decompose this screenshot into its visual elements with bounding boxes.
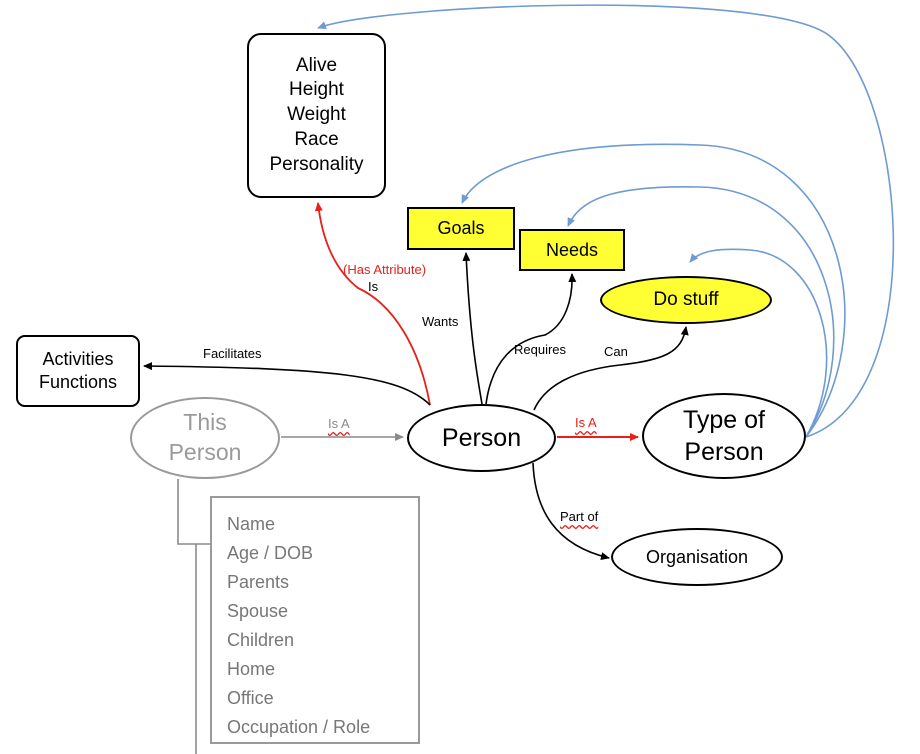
person-node: Person	[407, 404, 556, 472]
type-of-person-line-2: Person	[684, 438, 764, 466]
edge-requires	[485, 273, 577, 405]
property-occupation-role: Occupation / Role	[227, 717, 371, 737]
property-spouse: Spouse	[227, 601, 289, 621]
needs-label: Needs	[545, 239, 599, 260]
type-of-person-node: Type of Person	[642, 393, 806, 479]
edge-label-type-is-a: Is A	[575, 415, 597, 430]
this-person-node: This Person	[130, 397, 280, 479]
type-of-person-line-1: Type of	[683, 405, 765, 434]
do-stuff-node: Do stuff	[600, 276, 772, 324]
edge-wants	[462, 252, 483, 405]
edge-type-to-attributes	[317, 4, 895, 438]
attribute-height: Height	[289, 79, 344, 101]
activities-label: Activities	[42, 348, 114, 369]
attributes-box: Alive Height Weight Race Personality	[247, 33, 386, 198]
property-parents: Parents	[227, 572, 290, 592]
property-office: Office	[227, 688, 274, 708]
do-stuff-label: Do stuff	[653, 289, 719, 310]
activities-node: Activities Functions	[16, 335, 140, 407]
property-name: Name	[227, 514, 276, 534]
edge-label-has-attribute: (Has Attribute)	[343, 262, 427, 277]
organisation-label: Organisation	[645, 546, 749, 567]
attribute-alive: Alive	[295, 54, 338, 76]
edge-type-to-needs	[567, 186, 835, 438]
edge-type-to-dostuff	[689, 248, 828, 438]
property-age-dob: Age / DOB	[227, 543, 314, 563]
this-person-line-1: This	[183, 409, 227, 436]
person-properties-box: Name Age / DOB Parents Spouse Children H…	[210, 496, 420, 744]
attribute-weight: Weight	[287, 104, 346, 126]
edge-label-wants: Wants	[422, 314, 459, 329]
property-children: Children	[227, 630, 295, 650]
properties-bracket	[177, 479, 210, 754]
goals-label: Goals	[437, 218, 485, 238]
attribute-race: Race	[294, 128, 339, 150]
organisation-node: Organisation	[611, 528, 783, 586]
edge-facilitates	[143, 362, 431, 406]
edge-label-is: Is	[368, 279, 379, 294]
person-label: Person	[441, 423, 522, 452]
goals-node: Goals	[407, 207, 515, 250]
edge-can	[533, 326, 689, 411]
functions-label: Functions	[38, 372, 118, 392]
edge-label-facilitates: Facilitates	[203, 346, 262, 361]
edge-has-attribute	[314, 202, 431, 406]
edge-label-this-is-a: Is A	[328, 416, 350, 431]
needs-node: Needs	[519, 229, 625, 271]
edge-label-can: Can	[604, 344, 628, 359]
this-person-line-2: Person	[168, 439, 242, 465]
attribute-personality: Personality	[269, 153, 364, 175]
edge-label-requires: Requires	[514, 342, 567, 357]
edge-type-to-goals	[461, 143, 846, 438]
edge-label-part-of: Part of	[560, 509, 599, 524]
edge-part-of	[532, 462, 610, 561]
property-home: Home	[227, 659, 276, 679]
